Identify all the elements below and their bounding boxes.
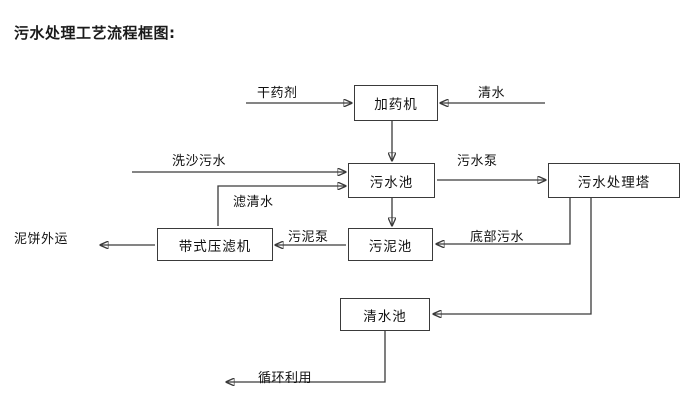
edge-label-sludge-pump: 污泥泵 (288, 230, 329, 245)
node-label: 污泥池 (368, 238, 413, 255)
node-clean-water-pool[interactable]: 清水池 (340, 298, 430, 331)
node-dosing-machine[interactable]: 加药机 (354, 85, 438, 121)
page-title: 污水处理工艺流程框图: (14, 24, 176, 42)
edge-label-sand-wash-sewage: 洗沙污水 (172, 154, 227, 169)
edge-label-filtrate: 滤清水 (233, 195, 274, 210)
node-label: 加药机 (374, 97, 418, 113)
node-label: 清水池 (363, 308, 407, 325)
edge-tower-to-clean-water-pool (433, 198, 592, 314)
edge-label-dry-reagent: 干药剂 (257, 86, 298, 101)
node-sewage-pool[interactable]: 污水池 (348, 163, 435, 198)
edge-label-mud-cake-out: 泥饼外运 (14, 232, 69, 247)
edge-label-bottom-sewage: 底部污水 (470, 230, 525, 245)
node-treatment-tower[interactable]: 污水处理塔 (548, 163, 680, 198)
node-label: 污水处理塔 (577, 174, 651, 191)
edge-label-recycle-use: 循环利用 (258, 371, 313, 386)
node-belt-filter-press[interactable]: 带式压滤机 (157, 228, 273, 261)
node-label: 带式压滤机 (178, 238, 252, 255)
edge-label-sewage-pump: 污水泵 (457, 154, 498, 169)
node-label: 污水池 (369, 174, 414, 191)
node-sludge-pool[interactable]: 污泥池 (348, 228, 433, 261)
edge-label-clean-water-in: 清水 (478, 86, 506, 101)
